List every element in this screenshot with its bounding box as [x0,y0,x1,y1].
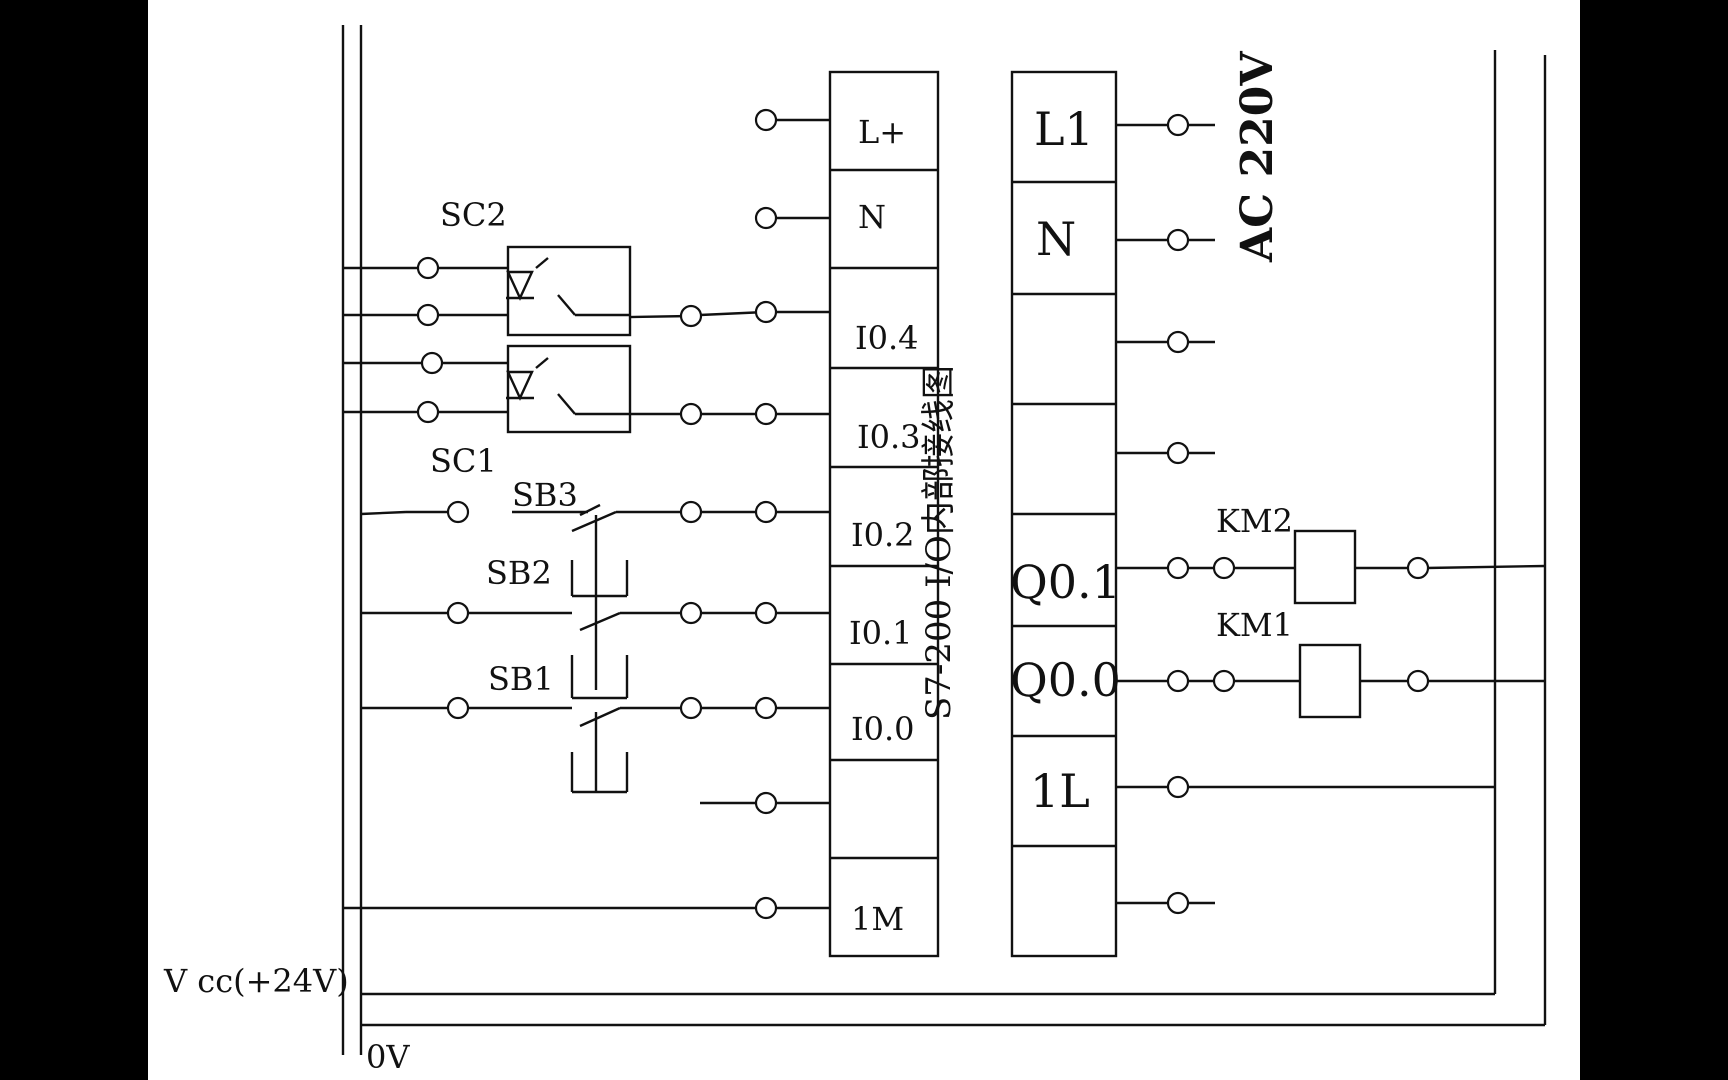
pushbutton-sb3 [512,503,629,598]
input-terminal-block [828,70,940,958]
output-terminal-block [1010,70,1118,958]
terminal-label-l1: L1 [1034,102,1094,156]
label-km2: KM2 [1216,502,1293,540]
label-km1: KM1 [1216,606,1293,644]
terminal-label-i01: I0.1 [849,614,913,652]
terminal-label-i04: I0.4 [855,319,919,357]
coil-km2 [1293,529,1357,605]
label-sc1: SC1 [430,442,497,480]
pushbutton-sb2 [570,596,629,700]
output-wiring [1116,123,1546,905]
supply-rails [341,25,1547,1055]
terminal-label-1m: 1M [851,900,904,938]
device-labels: SC2 SC1 SB3 SB2 SB1 KM2 KM1 [430,196,1293,698]
terminal-label-n-in: N [858,198,886,236]
terminal-label-i03: I0.3 [857,418,921,456]
label-sb1: SB1 [488,660,554,698]
label-sb3: SB3 [512,476,578,514]
label-vcc: V cc(+24V) [163,962,349,1000]
sensor-sc1 [506,344,632,434]
terminal-label-i00: I0.0 [851,710,915,748]
label-sc2: SC2 [440,196,507,234]
terminal-label-q01: Q0.1 [1010,555,1121,609]
terminal-label-i02: I0.2 [851,516,915,554]
pushbutton-sb1 [570,712,629,794]
coil-km1 [1298,643,1362,719]
terminal-points [416,108,1430,920]
terminal-label-q00: Q0.0 [1010,653,1121,707]
label-sb2: SB2 [486,554,552,592]
sensor-sc2 [506,245,632,337]
ac-220v-label: AC 220V [1232,51,1283,263]
diagram-title-vertical: S7-200 I/O内部接线图 [919,365,959,720]
terminal-label-1l: 1L [1030,764,1090,818]
input-terminal-labels: L+ N I0.4 I0.3 I0.2 I0.1 I0.0 1M [849,113,921,938]
terminal-label-lplus: L+ [858,113,906,151]
label-0v: 0V [366,1038,410,1076]
output-terminal-labels: L1 N Q0.1 Q0.0 1L [1010,102,1121,818]
terminal-label-n-out: N [1036,212,1076,266]
